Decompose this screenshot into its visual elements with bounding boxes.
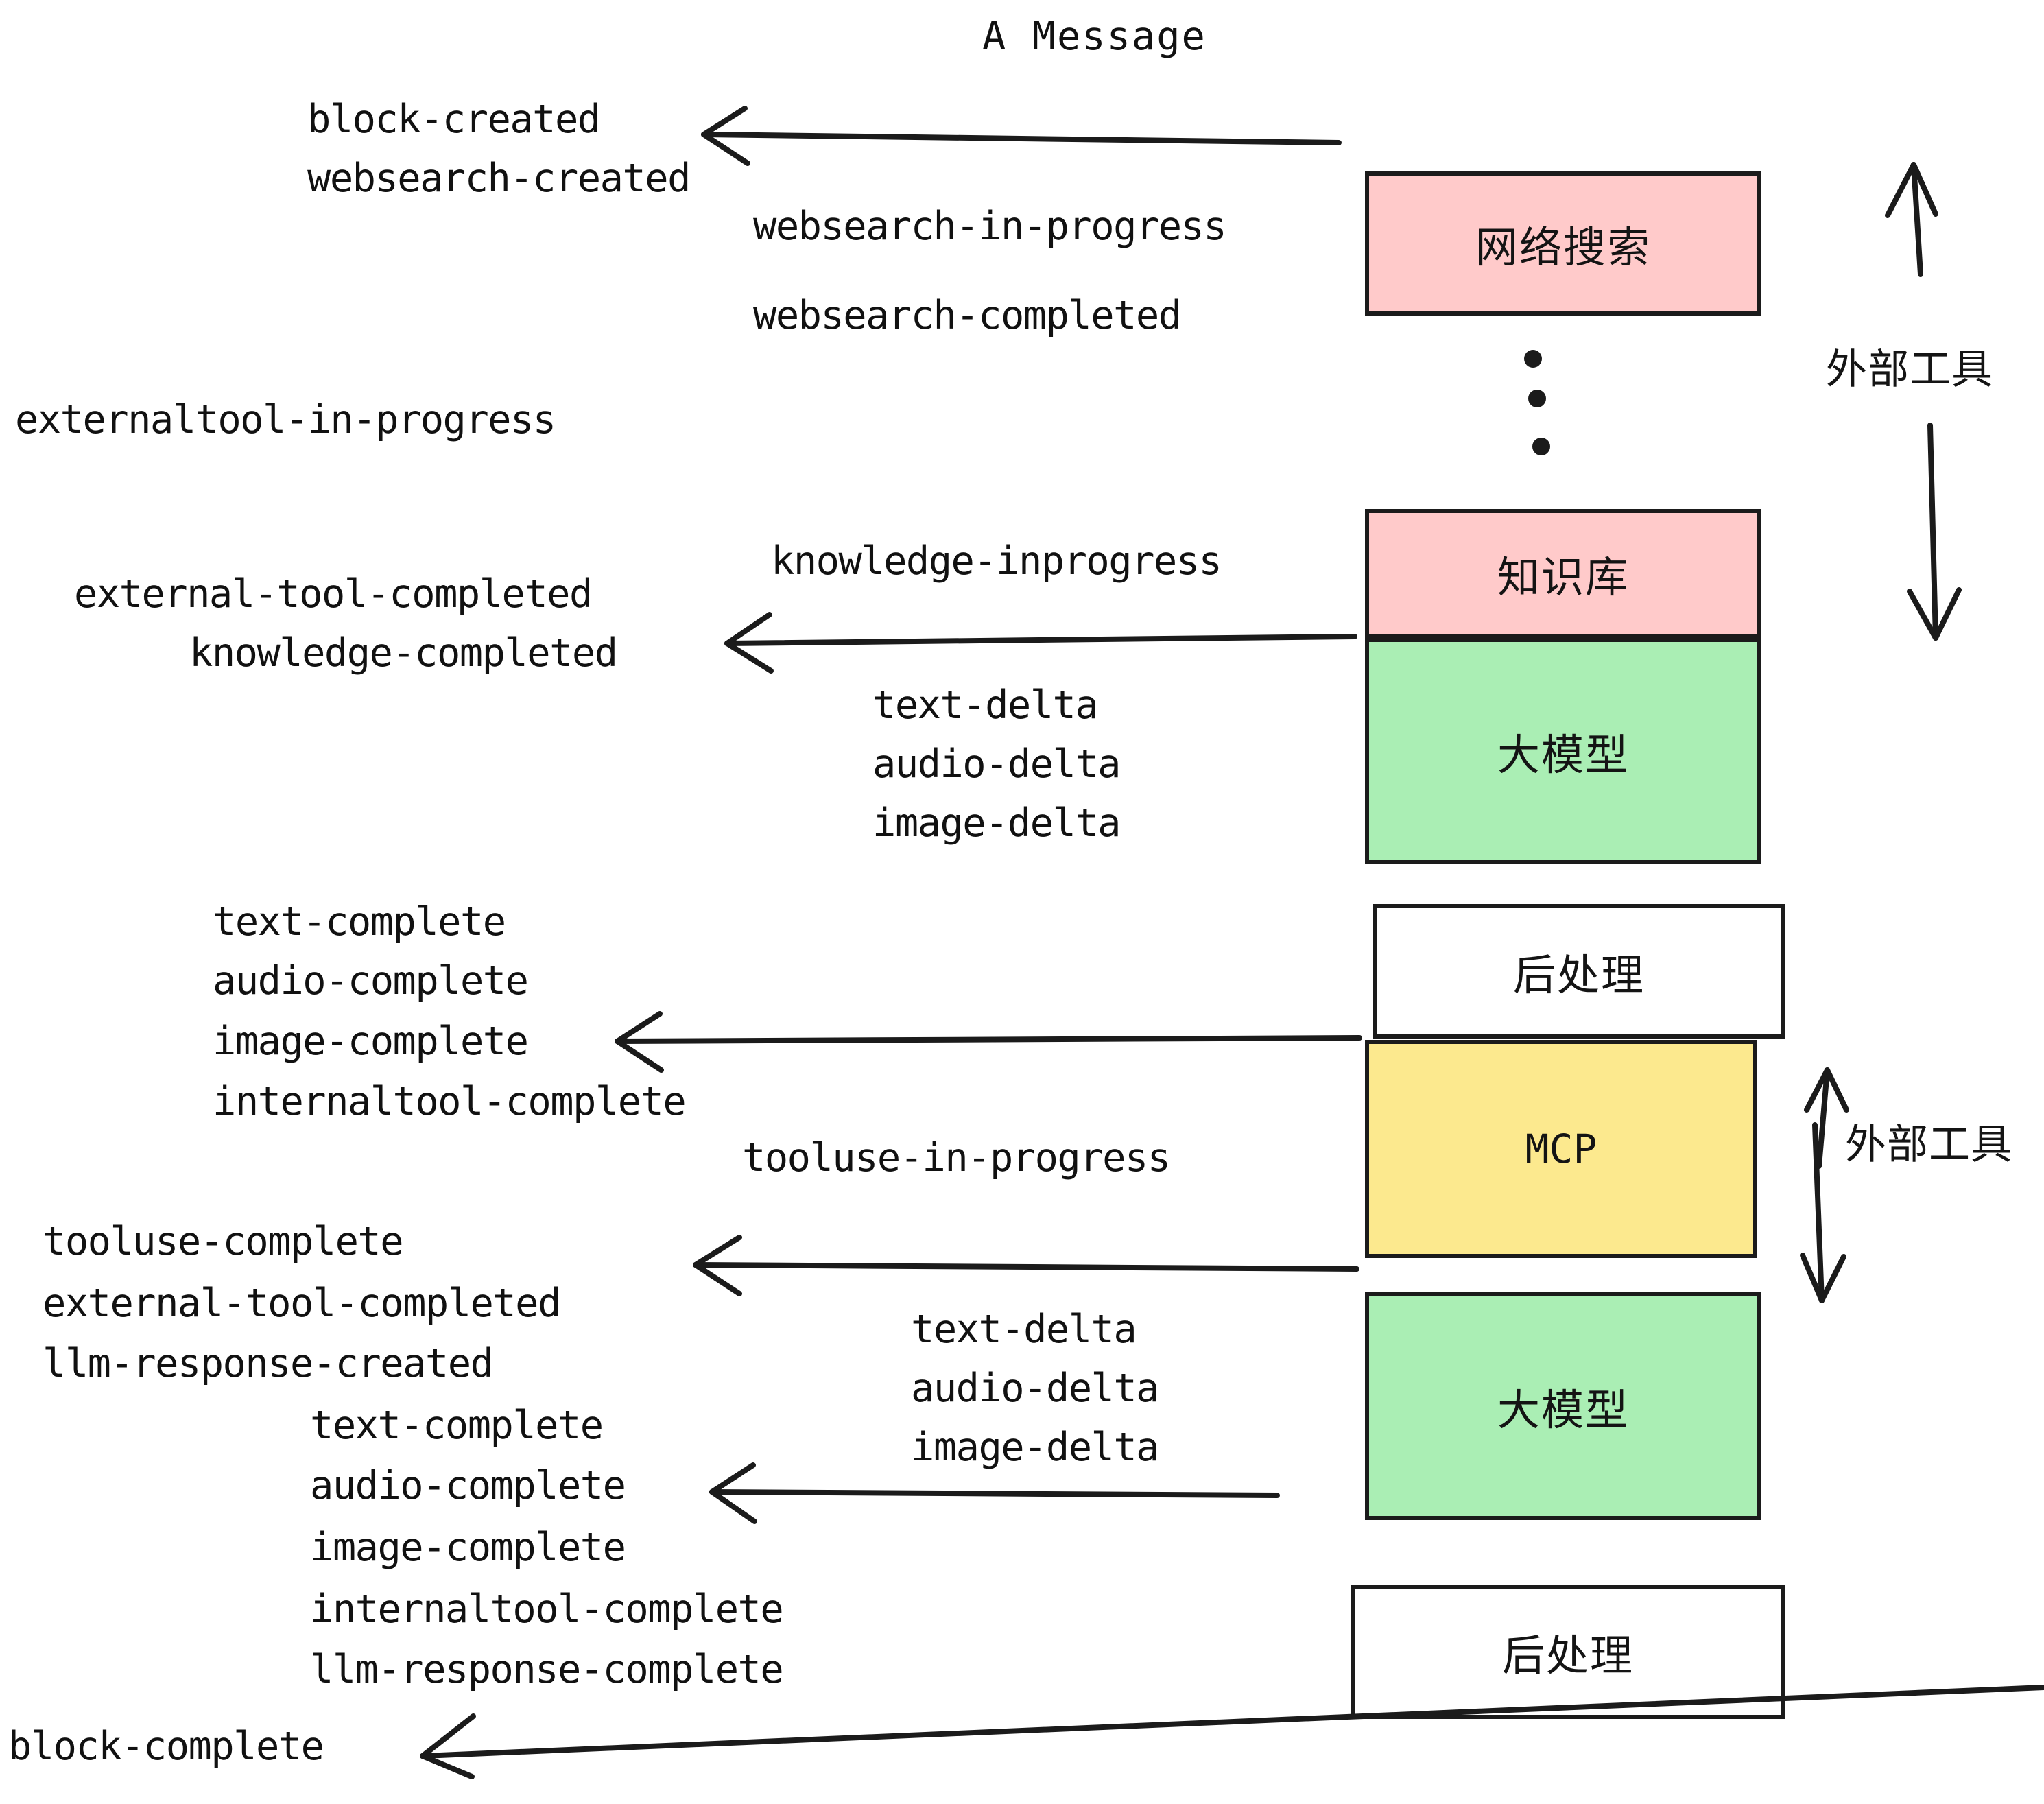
event-block-complete: block-complete — [8, 1724, 324, 1769]
arrow-mcp-to-tooluse-complete — [693, 1235, 1359, 1296]
event-internaltool-complete-2: internaltool-complete — [310, 1587, 784, 1632]
event-image-delta-1: image-delta — [872, 800, 1121, 846]
event-knowledge-completed: knowledge-completed — [189, 630, 618, 676]
box-mcp: MCP — [1365, 1040, 1757, 1258]
box-mcp-label: MCP — [1525, 1126, 1597, 1172]
event-knowledge-inprogress: knowledge-inprogress — [771, 538, 1222, 584]
event-image-complete-1: image-complete — [213, 1019, 529, 1064]
event-text-complete-2: text-complete — [310, 1403, 604, 1448]
arrow-postprocess1-to-image-complete — [615, 1011, 1362, 1073]
event-websearch-created: websearch-created — [307, 156, 691, 201]
box-websearch-label: 网络搜索 — [1475, 222, 1651, 272]
ellipsis-dot-1 — [1524, 350, 1542, 368]
diagram-title: A Message — [982, 14, 1207, 59]
event-externaltool-in-progress: externaltool-in-progress — [15, 397, 556, 442]
box-llm-2-label: 大模型 — [1497, 1385, 1629, 1435]
event-external-tool-completed-1: external-tool-completed — [74, 571, 593, 617]
arrow-external-tool-bottom-down — [1800, 1122, 1846, 1303]
event-llm-response-created: llm-response-created — [43, 1341, 494, 1386]
box-llm-1-label: 大模型 — [1497, 730, 1629, 780]
arrow-postprocess2-to-block-complete — [420, 1685, 2044, 1779]
box-websearch: 网络搜索 — [1365, 171, 1761, 316]
arrow-knowledge-to-completed — [724, 612, 1357, 674]
box-postprocess-1: 后处理 — [1373, 904, 1785, 1039]
arrow-websearch-to-block-created — [701, 106, 1342, 166]
external-tool-label-bottom: 外部工具 — [1845, 1121, 2012, 1169]
box-llm-1: 大模型 — [1365, 638, 1761, 864]
event-text-delta-1: text-delta — [872, 683, 1099, 728]
box-postprocess-1-label: 后处理 — [1512, 950, 1645, 1000]
box-knowledge: 知识库 — [1365, 509, 1761, 638]
event-image-delta-2: image-delta — [911, 1425, 1160, 1470]
event-tooluse-in-progress: tooluse-in-progress — [742, 1135, 1171, 1180]
event-llm-response-complete: llm-response-complete — [310, 1647, 784, 1692]
external-tool-label-top: 外部工具 — [1826, 346, 1993, 394]
ellipsis-dot-2 — [1528, 390, 1546, 407]
event-audio-delta-2: audio-delta — [911, 1366, 1160, 1411]
arrow-external-tool-bottom-up — [1804, 1067, 1849, 1169]
box-postprocess-2-label: 后处理 — [1501, 1630, 1634, 1681]
arrow-llm2-to-audio-complete — [709, 1462, 1280, 1524]
box-postprocess-2: 后处理 — [1351, 1585, 1785, 1719]
event-external-tool-completed-2: external-tool-completed — [43, 1281, 561, 1326]
arrow-external-tool-top-up — [1885, 162, 1938, 277]
event-tooluse-complete: tooluse-complete — [43, 1219, 404, 1264]
box-llm-2: 大模型 — [1365, 1292, 1761, 1520]
event-image-complete-2: image-complete — [310, 1525, 626, 1570]
event-audio-complete-1: audio-complete — [213, 958, 529, 1004]
event-websearch-completed: websearch-completed — [753, 293, 1182, 338]
event-audio-delta-1: audio-delta — [872, 741, 1121, 787]
event-text-delta-2: text-delta — [911, 1307, 1137, 1352]
event-internaltool-complete-1: internaltool-complete — [213, 1079, 687, 1124]
event-audio-complete-2: audio-complete — [310, 1463, 626, 1508]
event-text-complete-1: text-complete — [213, 899, 506, 945]
arrow-external-tool-top-down — [1907, 423, 1962, 641]
event-websearch-in-progress: websearch-in-progress — [753, 204, 1227, 249]
ellipsis-dot-3 — [1532, 438, 1550, 455]
event-block-created: block-created — [307, 97, 601, 142]
box-knowledge-label: 知识库 — [1497, 552, 1629, 602]
